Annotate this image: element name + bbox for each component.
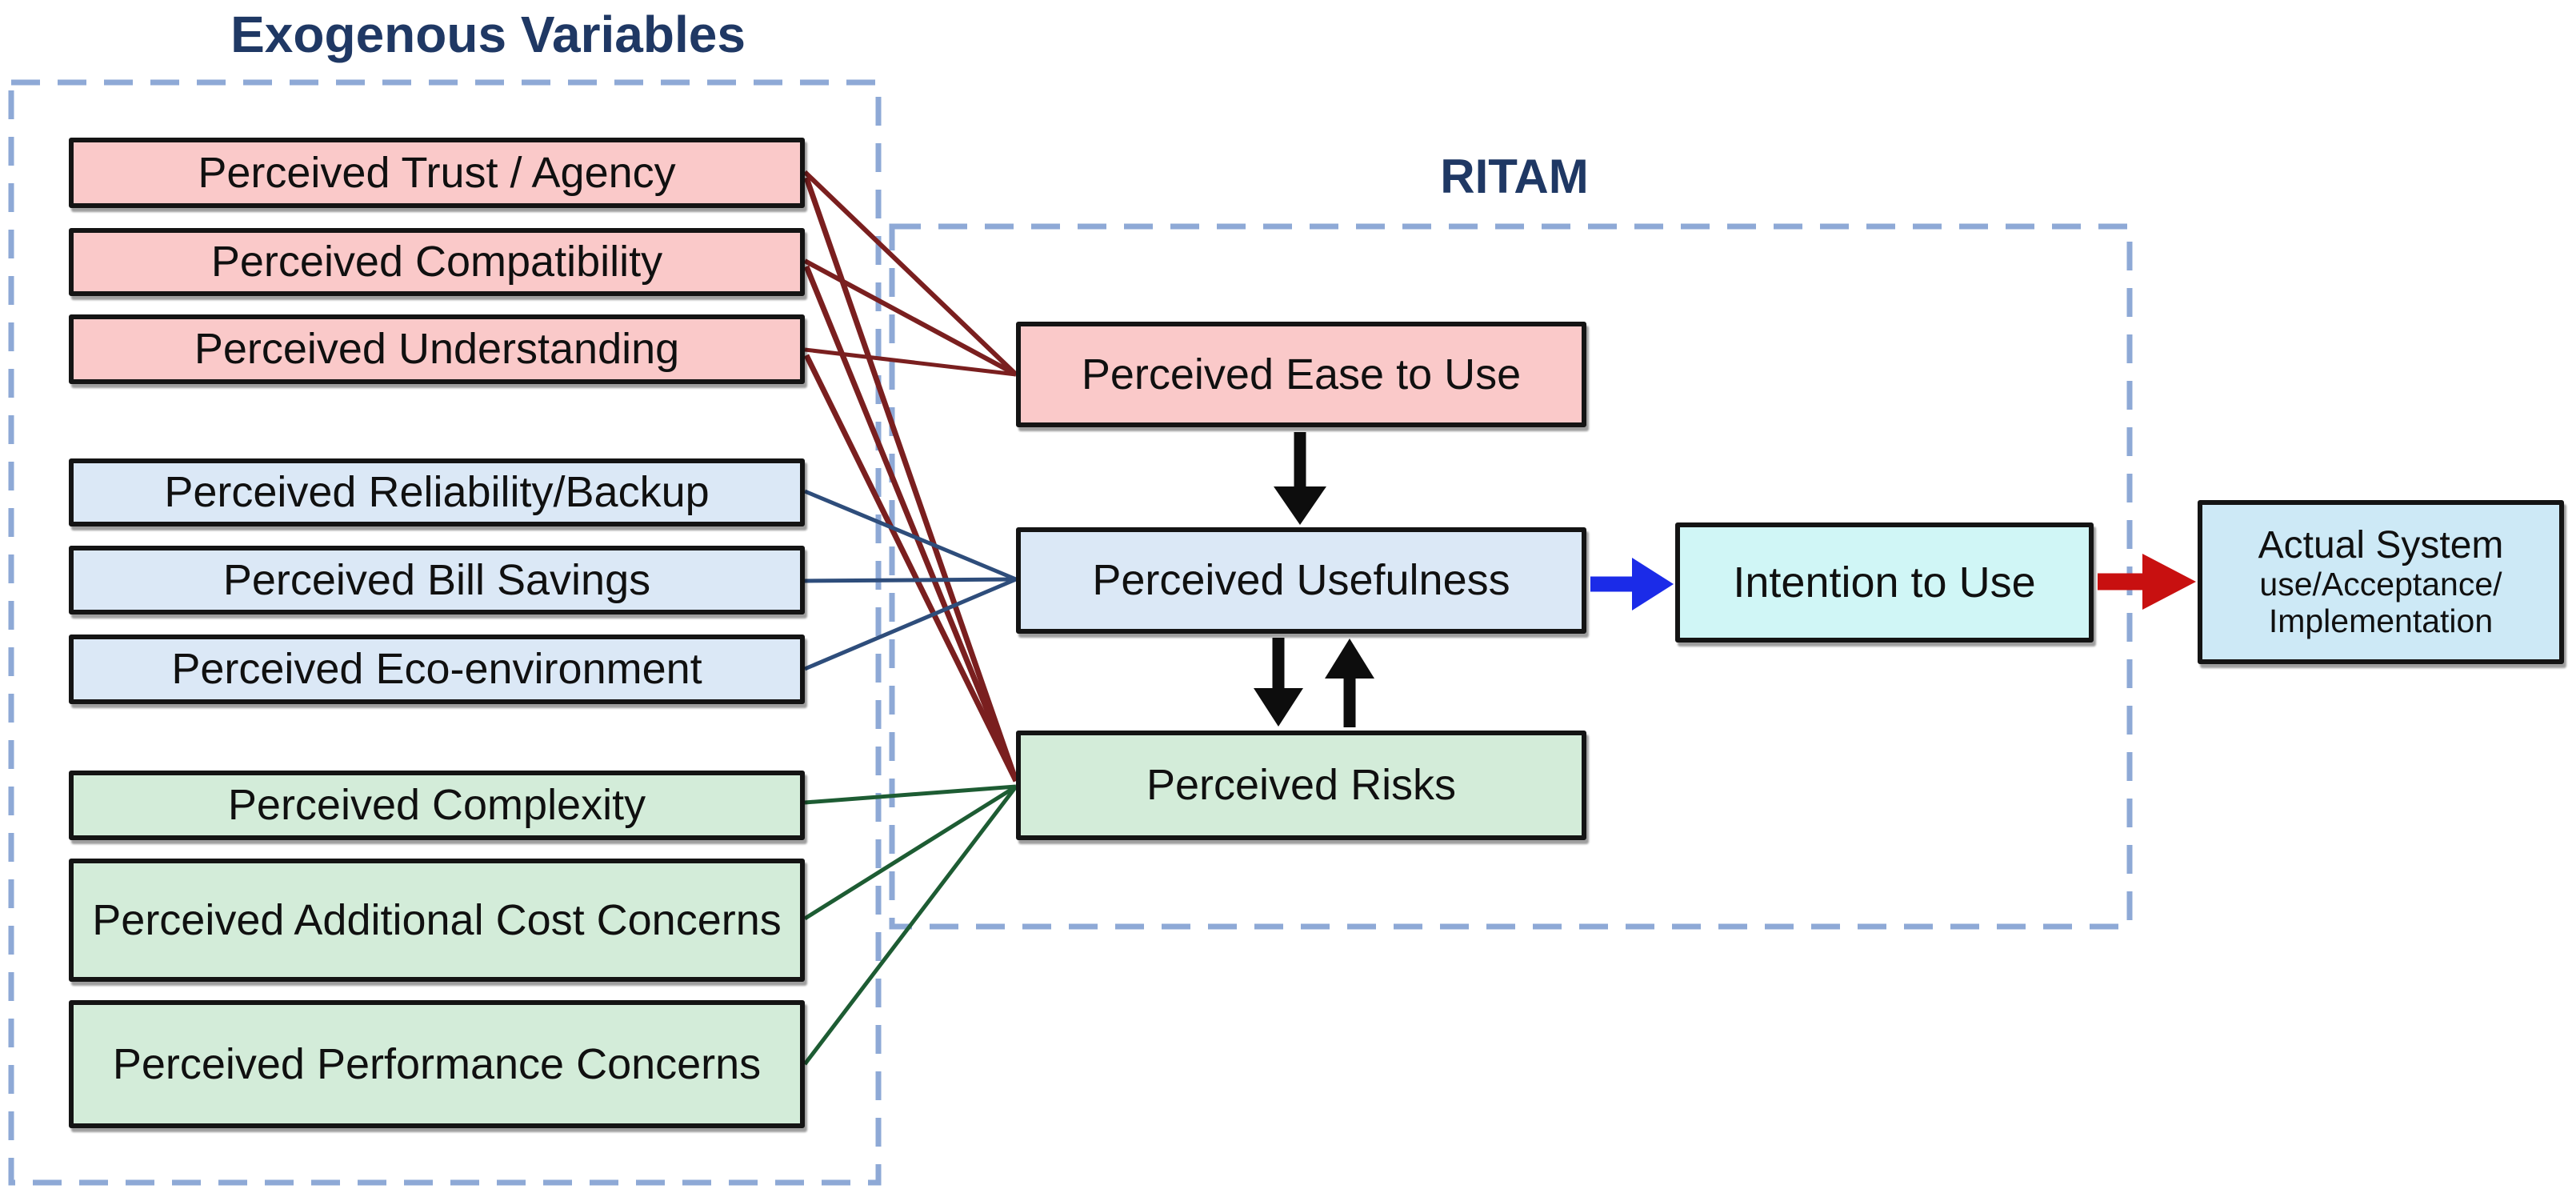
node-perceived-complexity: Perceived Complexity (69, 771, 805, 840)
edge-eco-to-usefulness (804, 577, 1017, 671)
node-perceived-performance-concerns: Perceived Performance Concerns (69, 1000, 805, 1128)
node-perceived-understanding: Perceived Understanding (69, 314, 805, 384)
node-perceived-bill-savings: Perceived Bill Savings (69, 546, 805, 615)
edge-compatibility-to-ease (803, 258, 1018, 377)
node-perceived-compatibility: Perceived Compatibility (69, 228, 805, 296)
node-perceived-additional-cost-concerns: Perceived Additional Cost Concerns (69, 859, 805, 982)
node-intention-to-use: Intention to Use (1675, 522, 2094, 643)
arrow-usefulness-to-risks (1254, 638, 1303, 727)
node-perceived-reliability-backup: Perceived Reliability/Backup (69, 458, 805, 526)
edge-understanding-to-risks (803, 354, 1019, 783)
node-perceived-usefulness: Perceived Usefulness (1016, 527, 1586, 634)
edge-complexity-to-risks (804, 784, 1017, 805)
edge-trust-to-ease (802, 170, 1018, 377)
node-perceived-ease-to-use: Perceived Ease to Use (1016, 322, 1586, 427)
edge-understanding-to-ease (804, 347, 1017, 377)
node-perceived-eco-environment: Perceived Eco-environment (69, 635, 805, 704)
edge-billsavings-to-usefulness (804, 577, 1017, 583)
node-perceived-trust-agency: Perceived Trust / Agency (69, 138, 805, 208)
node-perceived-risks: Perceived Risks (1016, 731, 1586, 840)
actual-system-line2: use/Acceptance/ (2259, 566, 2502, 603)
edge-performance-to-risks (803, 785, 1018, 1066)
exogenous-variables-title: Exogenous Variables (230, 6, 746, 63)
actual-system-line1: Actual System (2258, 523, 2504, 566)
edge-addcost-to-risks (803, 784, 1018, 921)
edge-trust-to-risks (803, 176, 1019, 783)
edge-reliability-to-usefulness (804, 489, 1017, 582)
arrow-intention-to-actual (2098, 554, 2196, 610)
exogenous-variables-dashed-box (8, 79, 882, 1186)
arrow-ease-to-usefulness (1274, 432, 1326, 525)
arrow-risks-to-usefulness (1325, 639, 1374, 727)
node-actual-system-use: Actual System use/Acceptance/ Implementa… (2198, 500, 2564, 664)
arrow-usefulness-to-intention (1590, 558, 1674, 611)
actual-system-line3: Implementation (2268, 603, 2494, 640)
ritam-title: RITAM (1440, 150, 1589, 203)
edge-compatibility-to-risks (803, 265, 1019, 783)
